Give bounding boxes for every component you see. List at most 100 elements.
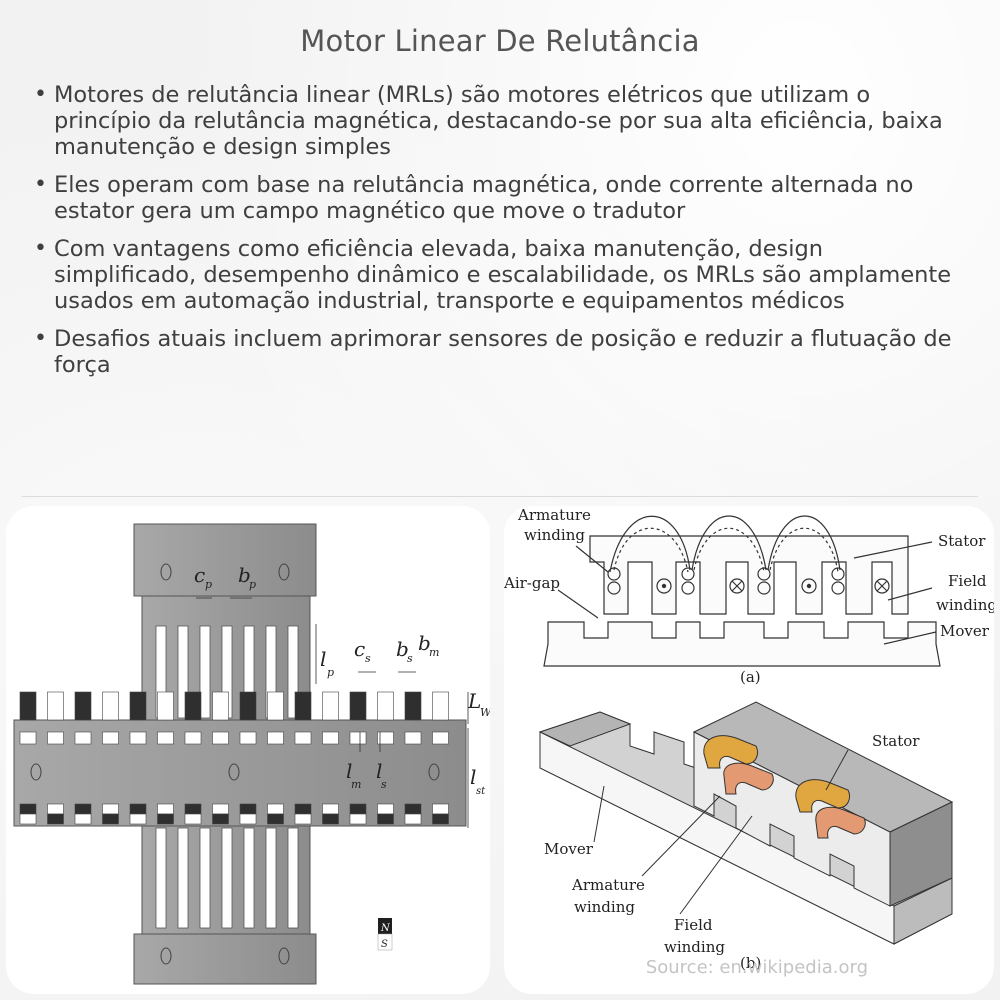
cp-label: c: [194, 563, 205, 587]
lower-slot: [265, 827, 277, 929]
upper-slot: [177, 625, 189, 719]
tooth-gap-top: [74, 731, 92, 745]
linear-motor-cross-section-diagram: c p b p l p c s b s b m L W l m l s l st…: [13, 523, 490, 985]
magnet-bottom: [74, 803, 92, 815]
lm-subscript: m: [351, 778, 361, 791]
secondary-track: [13, 691, 467, 827]
tooth-gap-top: [377, 731, 394, 745]
magnet-top: [212, 691, 229, 721]
magnet-bottom-inner: [102, 813, 119, 825]
lower-primary: [133, 823, 317, 985]
magnet-polarity-legend: N S: [377, 918, 393, 951]
magnet-top: [184, 691, 202, 721]
b-field-label-2: winding: [664, 938, 725, 956]
bullet-text: Eles operam com base na relutância magné…: [54, 172, 914, 224]
magnet-top: [74, 691, 92, 721]
south-label: S: [381, 939, 388, 950]
magnet-top: [19, 691, 37, 721]
magnet-bottom-inner: [19, 813, 37, 825]
magnet-bottom: [294, 803, 312, 815]
bullet-dot: •: [34, 326, 47, 351]
magnet-top: [377, 691, 394, 721]
page-title: Motor Linear De Relutância: [300, 24, 700, 58]
magnet-top: [129, 691, 147, 721]
tooth-gap-top: [47, 731, 64, 745]
bullet-dot: •: [34, 82, 47, 107]
magnet-top: [47, 691, 64, 721]
bm-subscript: m: [429, 646, 439, 659]
lp-label: l: [320, 647, 326, 671]
lm-label: l: [346, 759, 352, 783]
magnet-bottom: [377, 803, 394, 815]
dimension-lines: [196, 597, 469, 828]
b-caption: (b): [740, 954, 761, 972]
magnet-top: [102, 691, 119, 721]
a-field-label-1: Field: [948, 572, 987, 590]
magnet-bottom-inner: [349, 813, 367, 825]
lw-subscript: W: [480, 706, 490, 719]
magnet-bottom-inner: [432, 813, 449, 825]
figure-b-3d-view: [538, 701, 954, 945]
bullet-dot: •: [34, 172, 47, 197]
b-field-label-1: Field: [674, 916, 713, 934]
magnet-bottom: [19, 803, 37, 815]
magnet-bottom-inner: [47, 813, 64, 825]
magnet-bottom-inner: [294, 813, 312, 825]
magnet-bottom: [349, 803, 367, 815]
magnet-bottom: [267, 803, 284, 815]
bp-subscript: p: [249, 578, 256, 591]
a-stator-label: Stator: [938, 532, 986, 550]
magnet-bottom-inner: [212, 813, 229, 825]
bullet-list: • Motores de relutância linear (MRLs) são…: [32, 82, 962, 390]
magnet-top: [267, 691, 284, 721]
divider: [22, 496, 978, 497]
magnet-bottom-inner: [157, 813, 174, 825]
cs-subscript: s: [365, 652, 371, 665]
lst-label: l: [470, 765, 476, 789]
upper-slot: [287, 625, 299, 719]
magnet-bottom: [129, 803, 147, 815]
magnet-top: [349, 691, 367, 721]
magnet-bottom-inner: [184, 813, 202, 825]
magnet-top: [432, 691, 449, 721]
lower-slot: [155, 827, 167, 929]
bs-label: b: [396, 637, 409, 661]
tooth-gap-top: [184, 731, 202, 745]
bullet-text: Com vantagens como eficiência elevada, b…: [54, 236, 952, 314]
cp-subscript: p: [205, 578, 212, 591]
upper-slot: [199, 625, 211, 719]
lower-slot: [243, 827, 255, 929]
bullet-item: •Desafios atuais incluem aprimorar senso…: [32, 326, 962, 378]
north-label: N: [380, 923, 391, 934]
a-field-label-2: winding: [936, 596, 994, 614]
magnet-bottom-inner: [322, 813, 339, 825]
tooth-gap-top: [19, 731, 37, 745]
magnet-bottom-inner: [377, 813, 394, 825]
lower-slot: [287, 827, 299, 929]
lp-subscript: p: [327, 666, 334, 679]
magnet-top: [239, 691, 257, 721]
right-figure-panel: Armature winding Air-gap Stator Field wi…: [504, 506, 994, 994]
tooth-gap-top: [267, 731, 284, 745]
bs-subscript: s: [407, 652, 413, 665]
magnet-bottom: [212, 803, 229, 815]
bullet-item: • Motores de relutância linear (MRLs) são…: [32, 82, 962, 160]
magnet-bottom: [47, 803, 64, 815]
reluctance-motor-diagram: Armature winding Air-gap Stator Field wi…: [504, 506, 994, 972]
cs-label: c: [354, 637, 365, 661]
magnet-top: [157, 691, 174, 721]
a-caption: (a): [740, 668, 761, 686]
tooth-gap-top: [129, 731, 147, 745]
magnet-bottom-inner: [74, 813, 92, 825]
magnet-bottom-inner: [404, 813, 422, 825]
bullet-text: Motores de relutância linear (MRLs) são …: [54, 82, 943, 160]
tooth-gap-top: [239, 731, 257, 745]
bp-label: b: [238, 563, 251, 587]
tooth-gap-top: [212, 731, 229, 745]
b-mover-label: Mover: [544, 840, 594, 858]
magnet-bottom: [184, 803, 202, 815]
magnet-bottom: [239, 803, 257, 815]
b-stator-label: Stator: [872, 732, 920, 750]
magnet-top: [404, 691, 422, 721]
bullet-item: • Eles operam com base na relutância magn…: [32, 172, 962, 224]
